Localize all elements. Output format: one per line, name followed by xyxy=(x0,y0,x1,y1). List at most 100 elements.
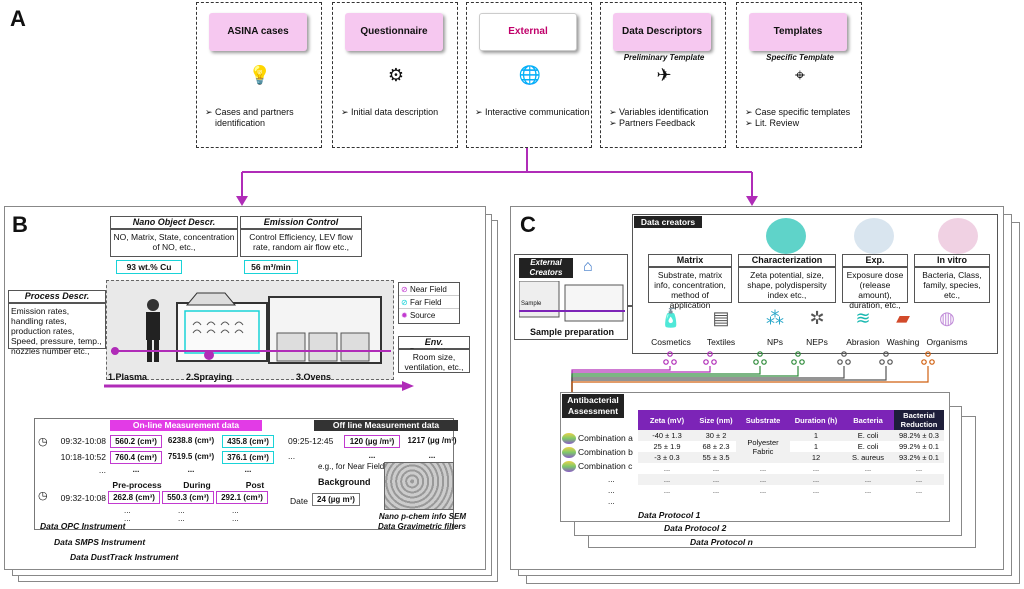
table-cell: ... xyxy=(864,486,872,495)
plane-icon: ✈ xyxy=(656,65,672,85)
offline-value: 1217 (µg /m³) xyxy=(407,436,457,445)
sem-caption-1: Nano p-chem info SEM xyxy=(378,512,466,521)
phase-header: During xyxy=(183,480,211,490)
table-row: .................. xyxy=(638,485,944,496)
emission-control-value: 56 m³/min xyxy=(244,260,298,274)
sem-image xyxy=(384,462,454,510)
category-text: Substrate, matrix info, concentration, m… xyxy=(648,267,732,310)
clock-icon-2: ◷ xyxy=(38,490,48,502)
top-box-1: Questionnaire ⚙ ➢ Initial data description xyxy=(332,2,458,148)
bullet-arrow-icon: ➢ xyxy=(609,118,620,128)
bullet-arrow-icon: ➢ xyxy=(745,118,756,128)
bullet-arrow-icon: ➢ xyxy=(341,107,352,117)
panel-a-label: A xyxy=(10,6,26,31)
table-cell: -3 ± 0.3 xyxy=(638,452,696,463)
eg-text: e.g., for Near Field xyxy=(318,462,385,471)
offline-time: 09:25-12:45 xyxy=(288,436,334,446)
icon-label: Cosmetics xyxy=(651,337,691,347)
offline-time: ... xyxy=(288,451,296,461)
top-box-0: ASINA cases💡➢ Cases and partners identif… xyxy=(196,2,322,148)
instrument-opc: Data OPC Instrument xyxy=(40,521,126,531)
external-creators-box: External Creators ⌂ Sample Sample prepar… xyxy=(514,254,628,340)
textiles-icon: ▤ xyxy=(712,308,730,328)
table-cell: ... xyxy=(663,464,671,473)
bullet-arrow-icon: ➢ xyxy=(745,107,756,117)
phase-header: Pre-process xyxy=(112,480,162,490)
category-title: Exp. conditions xyxy=(842,254,908,276)
top-box-bullets: ➢ Initial data description xyxy=(341,107,438,118)
table-cell: 12 xyxy=(790,452,842,463)
nano-object-value: 93 wt.% Cu xyxy=(116,260,182,274)
abrasion-icon: ≋ xyxy=(855,308,871,328)
phase-value: 292.1 (cm³) xyxy=(216,491,268,504)
bullet-text: Lit. Review xyxy=(755,118,800,128)
bullet-text: Initial data description xyxy=(351,107,439,117)
table-cell: 1 xyxy=(790,430,842,441)
offline-value: 120 (µg /m³) xyxy=(344,435,400,448)
table-cell: ... xyxy=(812,486,820,495)
nano-object-text: NO, Matrix, State, concentration of NO, … xyxy=(110,229,238,257)
table-cell: ... xyxy=(696,474,736,485)
top-box-title: Questionnaire xyxy=(345,13,443,51)
bullet-item: ➢ Cases and partners identification xyxy=(205,107,321,129)
bullet-item: ➢ Case specific templates xyxy=(745,107,850,118)
bullet-text: Cases and partners identification xyxy=(215,107,294,128)
a-connector-lines xyxy=(236,148,758,206)
sample-illustration xyxy=(519,281,625,322)
table-cell: ... xyxy=(812,464,820,473)
top-box-title: External xyxy=(479,13,577,51)
table-header: Zeta (mV) xyxy=(638,410,696,430)
env-title: Env. Descriptors xyxy=(398,336,470,357)
phase-time: 09:32-10:08 xyxy=(60,493,106,503)
icon-label: Organisms xyxy=(926,337,968,347)
top-box-title: ASINA cases xyxy=(209,13,307,51)
factory-scene xyxy=(106,280,394,380)
nano-object-title: Nano Object Descr. xyxy=(110,216,238,229)
combination-icon xyxy=(562,433,576,444)
bullet-item: ➢ Lit. Review xyxy=(745,118,850,129)
data-creators-title: Data creators xyxy=(634,216,702,228)
table-cell: E. coli xyxy=(842,430,894,441)
category-text: Exposure dose (release amount), duration… xyxy=(842,267,908,310)
top-box-title: Data Descriptors xyxy=(613,13,711,51)
bullet-item: ➢ Initial data description xyxy=(341,107,438,118)
network-node-icon xyxy=(837,351,851,365)
table-cell: 1 xyxy=(813,442,819,451)
washing-icon: ▰ xyxy=(896,308,910,328)
table-cell: ... xyxy=(790,474,842,485)
combination-label: Combination a xyxy=(578,433,633,443)
protocol-n: Data Protocol n xyxy=(690,537,753,547)
table-row: .................. xyxy=(638,463,944,474)
icon-label: NPs xyxy=(766,337,784,347)
stage-spraying: 2.Spraying xyxy=(186,372,233,382)
table-cell: ... xyxy=(759,464,767,473)
icon-label: Textiles xyxy=(706,337,736,347)
legend-far-field: Far Field xyxy=(409,297,442,307)
table-cell: -40 ± 1.3 xyxy=(638,430,696,441)
online-value: ... xyxy=(187,465,195,474)
avatar-in-vitro xyxy=(938,218,978,254)
network-node-icon xyxy=(921,351,935,365)
phase-value: 550.3 (cm³) xyxy=(162,491,214,504)
table-cell: 55 ± 3.5 xyxy=(696,452,736,463)
online-value: 435.8 (cm³) xyxy=(222,435,274,448)
table-cell: 98.2% ± 0.3 xyxy=(894,430,944,441)
online-value: ... xyxy=(132,465,140,474)
online-value: 760.4 (cm³) xyxy=(110,451,162,464)
gear-icon: ⚙ xyxy=(387,65,405,85)
icon-label: NEPs xyxy=(806,337,828,347)
bullet-arrow-icon: ➢ xyxy=(609,107,620,117)
sample-label: Sample xyxy=(521,301,542,307)
external-creators-title: External Creators xyxy=(519,258,573,278)
worker-figure xyxy=(146,299,160,362)
category-title: Matrix xyxy=(648,254,732,267)
top-box-bullets: ➢ Interactive communication xyxy=(475,107,590,118)
table-header: Size (nm) xyxy=(696,410,736,430)
background-value: 24 (µg m³) xyxy=(312,493,360,506)
online-value: 6238.8 (cm³) xyxy=(167,436,215,445)
bullet-item: ➢ Partners Feedback xyxy=(609,118,708,129)
table-cell: ... xyxy=(736,474,790,485)
